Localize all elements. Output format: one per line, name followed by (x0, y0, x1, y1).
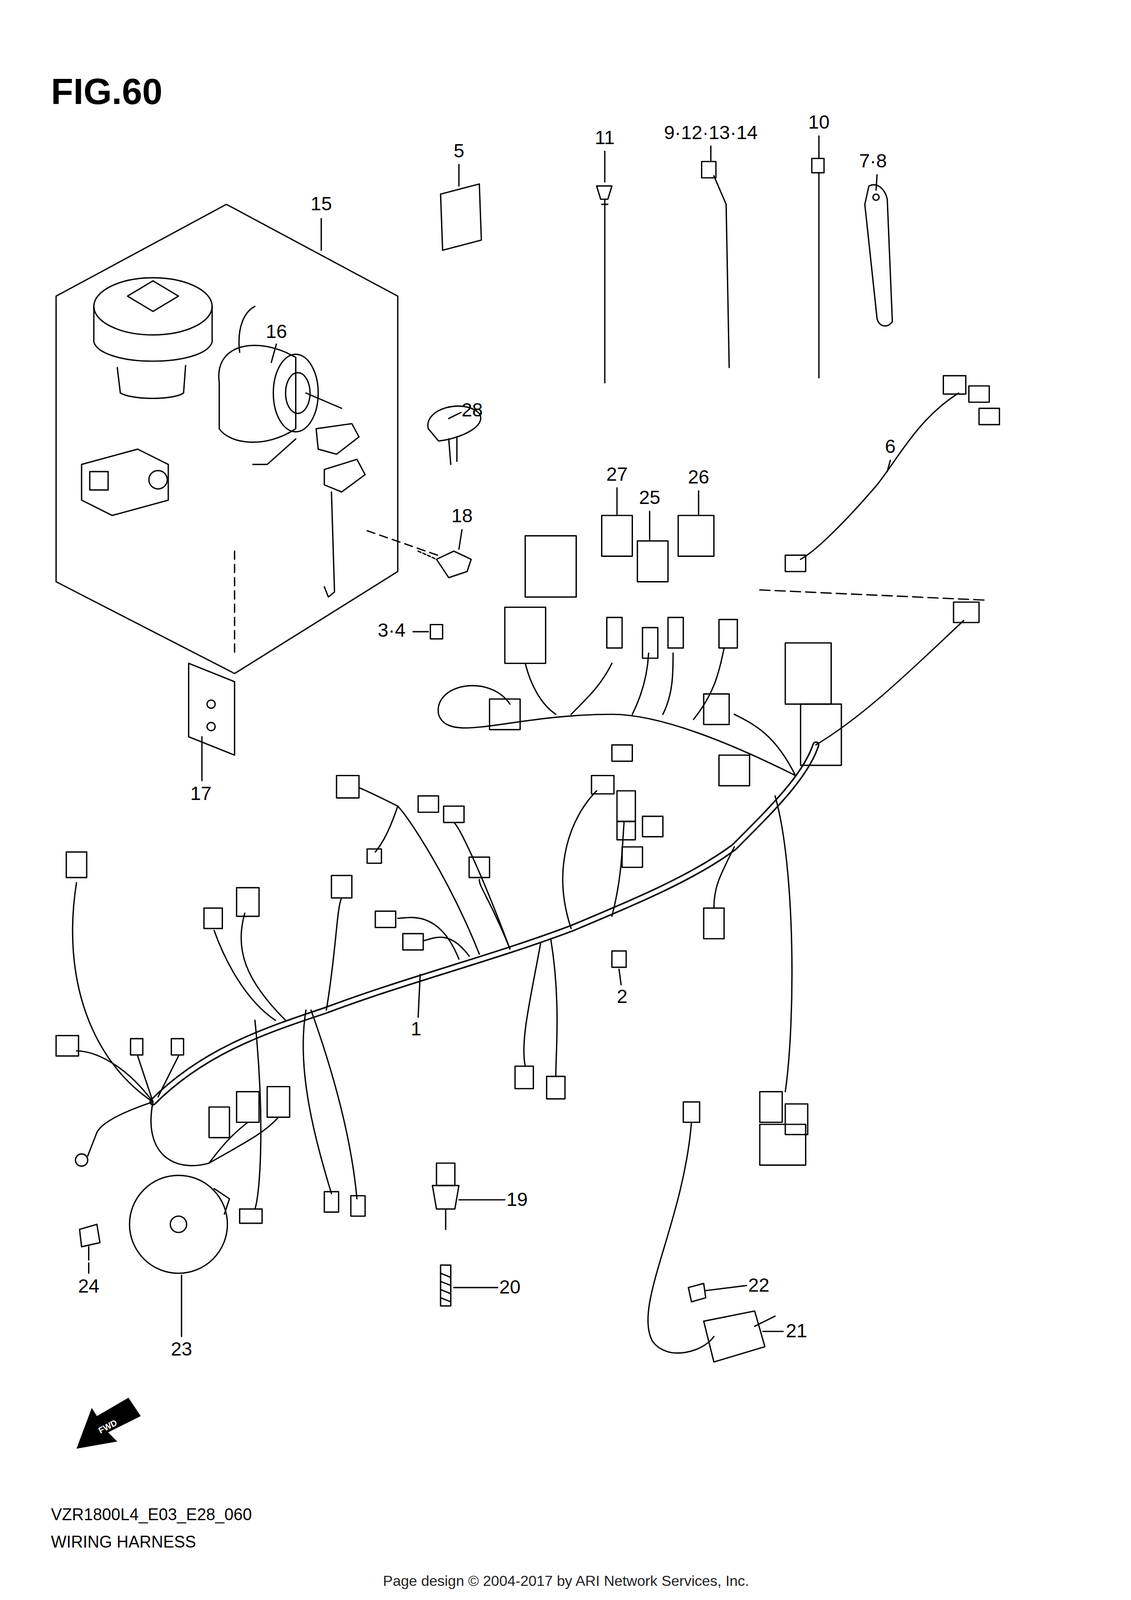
callout-number: 5 (453, 140, 465, 162)
copyright-note: Page design © 2004-2017 by ARI Network S… (383, 1572, 750, 1589)
callout-number: 2 (616, 985, 628, 1007)
callout-number: 18 (451, 505, 473, 527)
diagram-name: WIRING HARNESS (51, 1532, 197, 1552)
callout-number: 16 (265, 321, 288, 343)
callout-number: 15 (310, 193, 333, 215)
callout-number: 20 (499, 1276, 521, 1298)
callout-number: 1 (410, 1018, 422, 1040)
callout-number: 17 (190, 783, 212, 805)
callout-number: 23 (171, 1338, 193, 1360)
diagram-code: VZR1800L4_E03_E28_060 (51, 1505, 252, 1524)
callout-number: 3·4 (377, 619, 406, 641)
callout-number: 22 (747, 1274, 770, 1296)
callout-number: 25 (638, 487, 661, 509)
callout-number: 6 (885, 435, 896, 457)
callout-number: 27 (606, 463, 628, 485)
callout-number: 21 (785, 1320, 808, 1342)
callout-number: 26 (687, 466, 710, 488)
callout-number: 28 (461, 399, 483, 421)
callout-number: 24 (77, 1275, 100, 1297)
figure-title: FIG.60 (51, 71, 163, 112)
callout-number: 9·12·13·14 (664, 122, 758, 144)
callout-number: 10 (808, 111, 830, 133)
callout-number: 11 (594, 127, 615, 149)
callout-number: 7·8 (859, 150, 888, 172)
callout-number: 19 (506, 1188, 528, 1210)
